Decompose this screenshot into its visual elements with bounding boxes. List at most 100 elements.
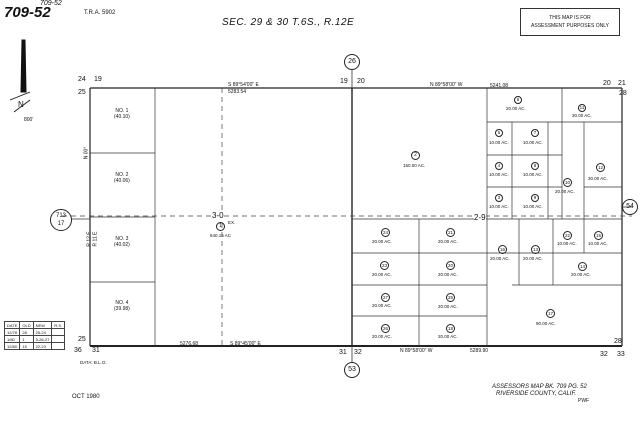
legend-cell [51,335,66,343]
legend-row: 12/80 15 22-23 [3,342,66,350]
parcel-4-number[interactable]: 4 [495,162,503,170]
parcel-24-number[interactable]: 24 [381,228,390,237]
parcel-17-number[interactable]: 17 [546,309,555,318]
lot-4[interactable]: NO. 4(39.98) [114,300,130,312]
legend-cell: 5-26-27 [32,335,53,343]
legend-cell: 12/80 [3,342,21,350]
legend-cell: 12/78 [3,328,21,336]
legend-cell [51,328,66,336]
parcel-1-number[interactable]: 1 [216,222,225,231]
revision-legend-table: DATE OLD NEW R.S. 12/78 28 25-24 1/80 1 … [3,321,66,350]
parcel-5-number[interactable]: 5 [495,129,503,137]
lot-1-number: NO. 1 [115,108,129,114]
parcel-18-number[interactable]: 18 [446,324,455,333]
adjoining-map-26[interactable]: 26 [344,54,360,70]
north-arrow [9,39,31,113]
corner-31-mid: 31 [339,349,347,356]
bearing-top-right: N 89°58'00" W [430,82,463,88]
legend-cell: 15 [19,342,34,350]
distance-bottom-left: 5276.68 [180,341,199,347]
legend-header-cell: R.S. [51,321,66,329]
assessor-book-reference: ASSESSORS MAP BK. 709 PG. 52 [492,384,587,390]
corner-24: 24 [78,76,86,83]
corner-21: 21 [618,80,626,87]
section-29-label: 2-9 [474,213,486,222]
corner-32-right: 32 [600,351,608,358]
parcel-10-number[interactable]: 10 [563,178,572,187]
scale-label: 800' [24,117,34,123]
lot-3[interactable]: NO. 3(40.02) [114,236,130,248]
parcel-1-exception: EX. [228,220,236,225]
datum-label: DATA: B.L.O. [80,360,107,365]
drafter-initials: PWF [578,398,590,404]
corner-28-bottom: 28 [614,338,622,345]
adjoining-map-17: 17 [57,221,65,227]
legend-cell: 1 [19,335,34,343]
corner-20-mid: 20 [357,78,365,85]
legend-cell [51,342,66,350]
parcel-16-number[interactable]: 16 [498,245,507,254]
parcel-16-acres: 20.00 AC. [490,256,510,261]
parcel-7-acres: 10.00 AC. [523,140,543,145]
parcel-15-number[interactable]: 15 [594,231,603,240]
parcel-22-number[interactable]: 22 [563,231,572,240]
legend-header-cell: NEW [32,321,53,329]
parcel-4-acres: 10.00 AC. [489,172,509,177]
parcel-20-number[interactable]: 20 [446,261,455,270]
parcel-9-number[interactable]: 9 [531,194,539,202]
corner-33: 33 [617,351,625,358]
parcel-24-acres: 20.00 AC. [372,239,392,244]
parcel-20-acres: 20.00 AC. [438,272,458,277]
parcel-7-number[interactable]: 7 [531,129,539,137]
lot-2[interactable]: NO. 2(40.06) [114,172,130,184]
lot-1-acres: (40.10) [114,114,130,120]
parcel-8-number[interactable]: 8 [531,162,539,170]
parcel-13-number[interactable]: 13 [531,245,540,254]
parcel-15-acres: 10.00 AC. [588,241,608,246]
parcel-21-number[interactable]: 21 [446,228,455,237]
parcel-26-acres: 20.00 AC. [372,334,392,339]
section-30-label: 3-0 [212,211,224,220]
parcel-1-acres: 640.16 AC [210,233,232,238]
parcel-27-number[interactable]: 27 [381,293,390,302]
lot-3-acres: (40.02) [114,242,130,248]
corner-36: 36 [74,347,82,354]
bearing-top-left: S 89°54'00" E [228,82,259,88]
parcel-26-number[interactable]: 26 [381,324,390,333]
parcel-11-number[interactable]: 11 [578,104,586,112]
adjoining-map-713: 713 [55,213,66,219]
parcel-5-acres: 10.00 AC. [489,140,509,145]
parcel-14-number[interactable]: 14 [578,262,587,271]
assessment-purposes-stamp: THIS MAP IS FOR ASSESSMENT PURPOSES ONLY [520,8,620,36]
adjoining-map-53[interactable]: 53 [344,362,360,378]
range-label-r11e: R 11 E [92,231,99,247]
parcel-12-number[interactable]: 12 [596,163,605,172]
corner-32-mid: 32 [354,349,362,356]
parcel-6-number[interactable]: 6 [514,96,522,104]
bearing-bottom-right: N 89°58'00" W [400,348,433,354]
book-number-small: 709-52 [40,0,62,7]
parcel-23-number[interactable]: 23 [380,261,389,270]
parcel-2-number[interactable]: 2 [411,151,420,160]
corner-25-bottom: 25 [78,336,86,343]
corner-28-top: 28 [619,90,627,97]
corner-20-right: 20 [603,80,611,87]
legend-row: 12/78 28 25-24 [3,328,66,336]
parcel-3-number[interactable]: 3 [495,194,503,202]
legend-row: 1/80 1 5-26-27 [3,335,66,343]
adjoining-map-713-17[interactable]: 713 17 [50,209,72,231]
legend-cell: 25-24 [32,328,53,336]
parcel-8-acres: 10.00 AC. [523,172,543,177]
lot-3-number: NO. 3 [115,236,129,242]
bearing-left-side: N 00° [83,146,90,160]
parcel-27-acres: 20.00 AC. [372,303,392,308]
adjoining-map-54[interactable]: 54 [622,199,638,215]
legend-cell: 22-23 [32,342,53,350]
parcel-25-number[interactable]: 25 [446,293,455,302]
legend-cell: 1/80 [3,335,21,343]
parcel-11-acres: 30.00 AC. [572,113,592,118]
parcel-13-acres: 20.00 AC. [523,256,543,261]
lot-1[interactable]: NO. 1(40.10) [114,108,130,120]
book-page-number: 709-52 [4,4,51,21]
parcel-23-acres: 20.00 AC. [372,272,392,277]
